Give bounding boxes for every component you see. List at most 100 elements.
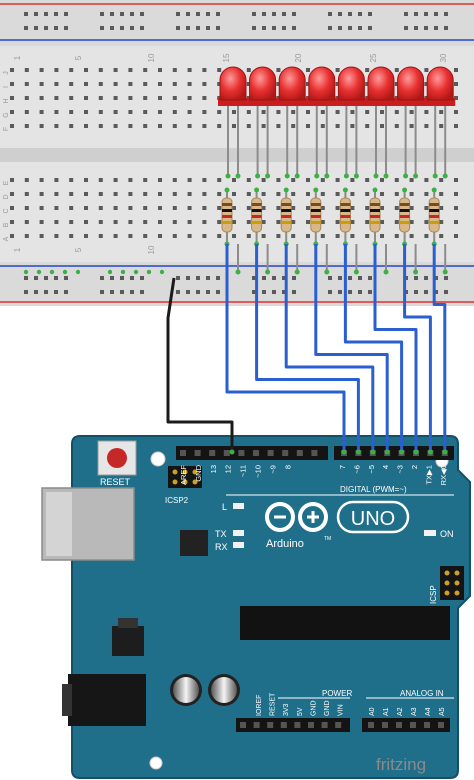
led-rim (277, 98, 308, 106)
breadboard-hole (350, 206, 355, 210)
breadboard-hole (365, 234, 370, 238)
header-pin (444, 590, 450, 596)
breadboard-hole (24, 220, 29, 224)
breadboard-hole (172, 96, 177, 100)
breadboard-hole (128, 110, 133, 114)
rail-hole (34, 290, 38, 294)
signal-wire[interactable] (343, 244, 404, 452)
rail-hole (54, 26, 58, 30)
analog-pin-label: A2 (397, 707, 404, 716)
rail-hole (262, 290, 266, 294)
signal-wire[interactable] (403, 244, 432, 452)
breadboard-hole (84, 178, 88, 182)
header-pin (454, 570, 460, 576)
breadboard-hole (143, 206, 148, 210)
breadboard-hole (454, 96, 458, 100)
rail-hole (206, 276, 210, 280)
pin-label: 2 (410, 465, 419, 469)
breadboard-hole (158, 124, 162, 128)
ground-wire[interactable] (166, 277, 234, 452)
breadboard-hole (232, 206, 236, 210)
resistor-band (222, 209, 232, 212)
breadboard-hole (172, 220, 177, 224)
signal-wire[interactable] (373, 244, 418, 452)
rail-hole (358, 276, 362, 280)
breadboard-hole (335, 178, 340, 182)
rail-hole (64, 26, 68, 30)
header-hole (223, 450, 230, 456)
rail-hole (262, 12, 266, 16)
header-hole (335, 722, 342, 728)
breadboard-hole (187, 82, 192, 86)
breadboard-hole (380, 124, 384, 128)
breadboard-hole (10, 192, 14, 196)
rail-hole (252, 26, 256, 30)
resistor-band (429, 203, 440, 206)
rail-hole (176, 276, 180, 280)
rail-hole (216, 290, 220, 294)
breadboard-hole (143, 68, 148, 72)
breadboard-hole (454, 110, 458, 114)
atmega-chip (240, 606, 450, 640)
pin-label: ~3 (396, 465, 405, 474)
connected-hole-marker (107, 269, 113, 275)
rail-hole (64, 276, 68, 280)
breadboard-hole (24, 82, 29, 86)
breadboard-hole (217, 192, 222, 196)
rail-hole (44, 12, 48, 16)
rail-hole (368, 26, 372, 30)
breadboard-hole (54, 234, 59, 238)
breadboard-hole (113, 192, 118, 196)
breadboard-hole (394, 206, 399, 210)
rail-hole (196, 26, 200, 30)
header-pin (444, 580, 450, 586)
breadboard-hole (202, 178, 207, 182)
rail-hole (328, 276, 332, 280)
reset-button-cap[interactable] (107, 448, 127, 468)
rail-hole (34, 26, 38, 30)
breadboard-hole (54, 206, 59, 210)
rail-hole (216, 26, 220, 30)
breadboard-hole (246, 68, 251, 72)
signal-wire[interactable] (432, 244, 447, 452)
signal-wire[interactable] (255, 244, 360, 452)
rail-hole (444, 26, 448, 30)
breadboard-hole (380, 220, 384, 224)
signal-wire[interactable] (314, 244, 389, 452)
breadboard-hole (276, 68, 281, 72)
rail-hole (54, 290, 58, 294)
breadboard-hole (335, 192, 340, 196)
breadboard-holes (10, 12, 458, 294)
breadboard-hole (246, 110, 251, 114)
breadboard-hole (158, 178, 162, 182)
power-pin-label: 5V (297, 707, 304, 716)
led-array (218, 66, 456, 179)
breadboard-hole (158, 110, 162, 114)
power-pin-label: VIN (338, 704, 345, 716)
arduino-brand: Arduino (266, 538, 304, 550)
connected-pin-marker (355, 449, 361, 455)
breadboard-hole (306, 178, 310, 182)
breadboard-hole (84, 206, 88, 210)
breadboard-hole (172, 178, 177, 182)
breadboard-hole (143, 192, 148, 196)
analog-pin-label: A0 (369, 707, 376, 716)
column-number: 10 (147, 53, 156, 62)
breadboard-hole (24, 178, 29, 182)
pin-label: ~11 (239, 465, 248, 477)
resistor-band (251, 215, 262, 218)
header-hole (396, 722, 402, 728)
resistor-band (340, 209, 351, 212)
signal-wire[interactable] (225, 244, 346, 452)
status-led-rx-label: RX (215, 542, 228, 552)
breadboard-hole (24, 96, 29, 100)
status-led-on (424, 530, 436, 536)
rail-hole (24, 290, 28, 294)
row-letter: G (3, 112, 10, 117)
led-rim (366, 98, 396, 106)
header-pin (172, 479, 178, 485)
signal-wire[interactable] (284, 244, 375, 452)
breadboard-hole (439, 192, 444, 196)
breadboard-hole (143, 124, 148, 128)
resistor-band (222, 215, 232, 218)
